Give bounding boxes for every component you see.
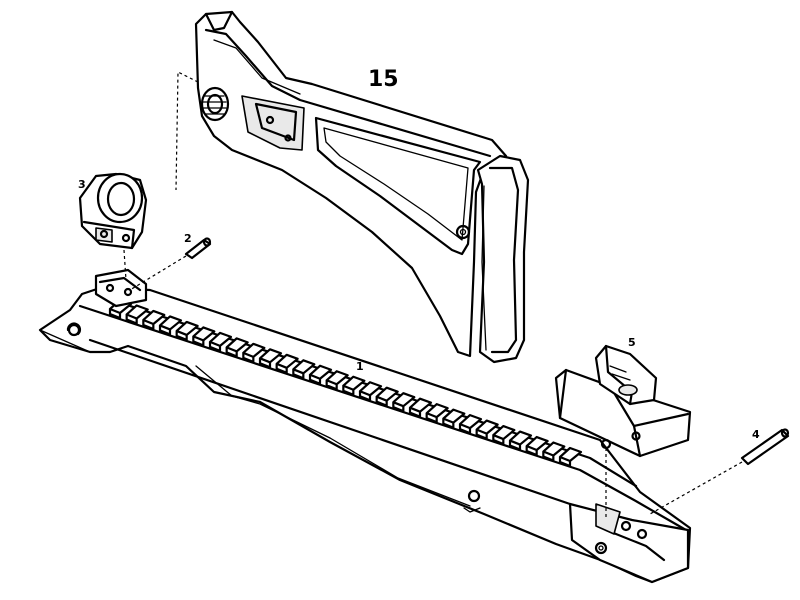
rail-tooth	[258, 348, 283, 369]
rail-part	[38, 286, 692, 584]
stock-release-knob	[200, 86, 230, 122]
rail-teeth	[108, 298, 583, 468]
rail-tooth	[358, 381, 383, 402]
long-pin-guide	[649, 461, 743, 515]
rail-front-mount	[94, 268, 148, 308]
rail-tooth	[375, 386, 399, 407]
rail-tooth	[425, 403, 449, 424]
rail-tooth	[225, 337, 249, 358]
rail-tooth	[275, 353, 299, 374]
rail-tooth	[508, 430, 533, 451]
rail-tooth	[525, 435, 549, 457]
callout-15: 15	[368, 67, 399, 92]
rear-sight-base	[554, 368, 692, 458]
rail-tooth	[558, 446, 583, 468]
rail-tooth	[308, 364, 333, 385]
rail-tooth	[342, 375, 366, 396]
rear-sight-part	[554, 344, 692, 458]
small-pin-guide	[129, 255, 187, 291]
rail-tooth	[208, 331, 233, 352]
rail-tooth	[158, 315, 183, 336]
front-sight-guide	[123, 249, 127, 281]
rail-tooth	[392, 392, 416, 413]
rail-tooth	[325, 370, 349, 391]
rail-tooth	[408, 397, 433, 418]
callout-5: 5	[628, 336, 636, 349]
front-sight-part	[78, 172, 148, 250]
stock-ridge	[204, 28, 492, 158]
rail-tooth	[458, 414, 483, 435]
rail-tooth	[292, 359, 316, 380]
folding-stock-part	[175, 10, 530, 364]
callout-2: 2	[184, 232, 192, 245]
rail-tooth	[475, 419, 499, 440]
rail-tooth	[242, 342, 266, 363]
callout-3: 3	[78, 178, 86, 191]
rail-tooth	[142, 309, 166, 331]
rail-tooth	[192, 326, 216, 347]
stock-guide-line	[175, 71, 199, 191]
rail-tooth	[125, 304, 149, 325]
callout-4: 4	[752, 428, 760, 441]
rail-tooth	[492, 424, 516, 446]
stock-body	[194, 10, 508, 358]
rail-tooth	[542, 441, 566, 462]
rail-tooth	[175, 320, 199, 342]
stock-opening	[314, 116, 482, 256]
long-pin-part	[740, 428, 790, 466]
rail-tooth	[442, 408, 466, 429]
small-pin-part	[184, 237, 212, 260]
callout-1: 1	[356, 360, 364, 373]
rear-sight-tower	[594, 344, 658, 406]
